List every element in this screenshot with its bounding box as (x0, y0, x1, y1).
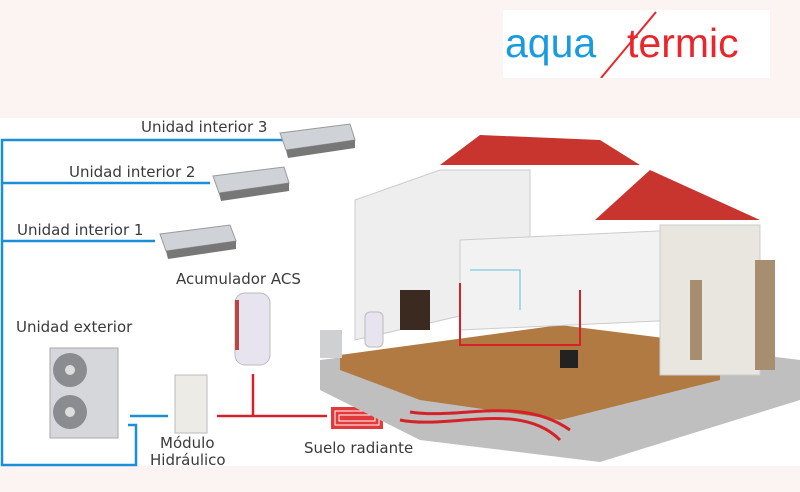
label-unidad-interior-3: Unidad interior 3 (141, 118, 268, 136)
logo-text-aqua: aqua (505, 20, 597, 66)
label-suelo-radiante: Suelo radiante (304, 439, 414, 457)
indoor-unit-2 (212, 166, 290, 201)
label-modulo: Módulo (160, 434, 215, 452)
refrigerant-lines (0, 138, 283, 467)
indoor-unit-3 (279, 123, 356, 158)
label-unidad-interior-1: Unidad interior 1 (17, 221, 144, 239)
label-acumulador-acs: Acumulador ACS (176, 270, 301, 288)
logo-slash (600, 11, 657, 78)
logo-text-termic: termic (627, 20, 739, 66)
house-illustration (320, 135, 800, 462)
hydraulic-module (174, 374, 208, 434)
label-unidad-exterior: Unidad exterior (16, 318, 133, 336)
acs-tank (234, 292, 271, 366)
indoor-unit-1 (159, 224, 237, 259)
outdoor-unit (49, 347, 119, 439)
label-unidad-interior-2: Unidad interior 2 (69, 163, 196, 181)
label-hidraulico: Hidráulico (150, 451, 226, 469)
aquatermic-logo: aqua termic (503, 10, 770, 78)
